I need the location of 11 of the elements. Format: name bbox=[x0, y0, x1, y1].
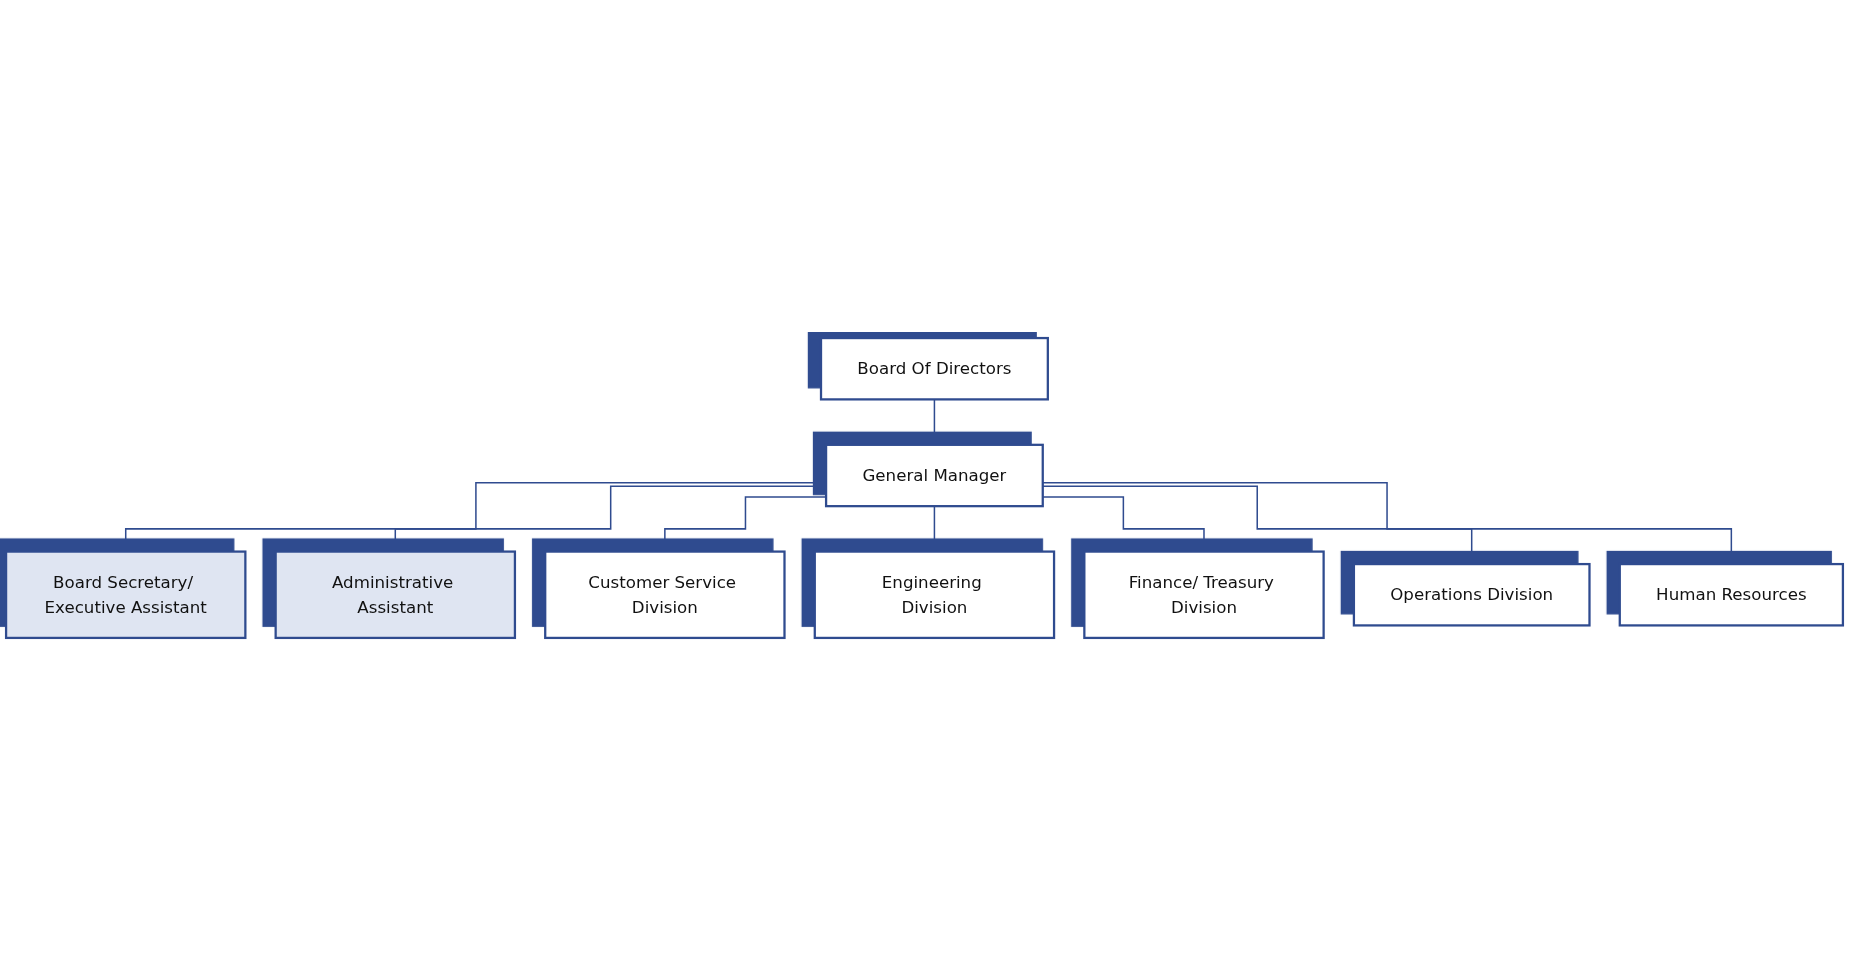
connector bbox=[1042, 482, 1733, 565]
node-box: General Manager bbox=[824, 443, 1044, 508]
node-box: Finance/ Treasury Division bbox=[1083, 550, 1325, 640]
node-box: Board Secretary/ Executive Assistant bbox=[4, 550, 247, 640]
connector bbox=[1042, 485, 1473, 565]
node-box: Administrative Assistant bbox=[274, 550, 517, 640]
node-box: Board Of Directors bbox=[819, 336, 1049, 401]
node-box: Operations Division bbox=[1352, 562, 1591, 627]
node-box: Engineering Division bbox=[813, 550, 1056, 640]
node-box: Human Resources bbox=[1618, 562, 1845, 627]
node-box: Customer Service Division bbox=[544, 550, 786, 640]
